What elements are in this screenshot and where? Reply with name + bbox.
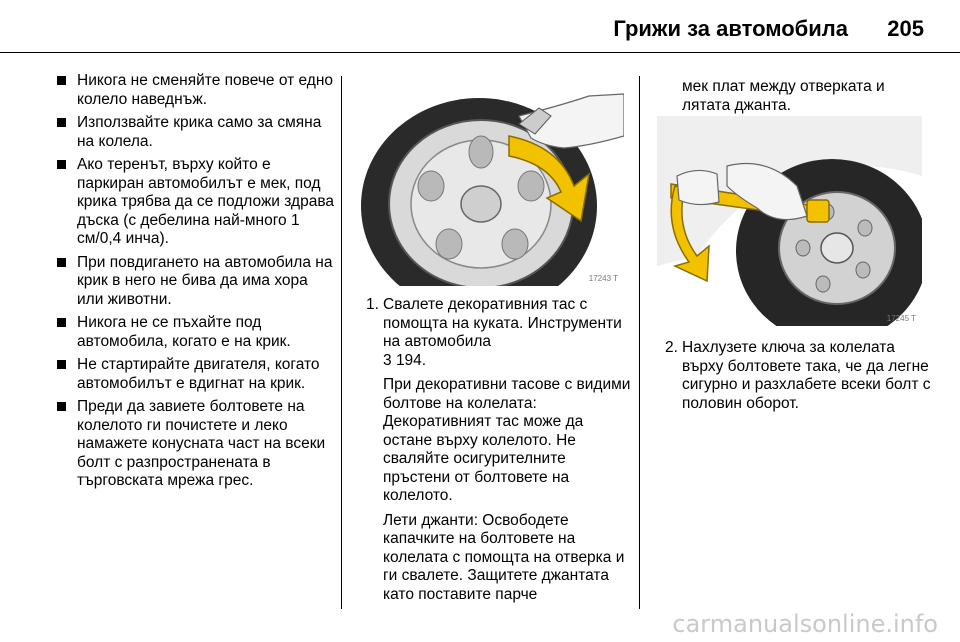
column-divider-left bbox=[341, 76, 342, 609]
bullet-item: Преди да завиете болтовете на колелото г… bbox=[55, 398, 335, 491]
step-number: 2. bbox=[665, 339, 678, 356]
bullet-text: Използвайте крика само за смяна на колел… bbox=[77, 114, 322, 150]
square-bullet-icon bbox=[57, 76, 66, 85]
square-bullet-icon bbox=[57, 257, 66, 267]
page-header-title: Грижи за автомобила bbox=[613, 16, 848, 41]
bullet-text: Ако теренът, върху който е паркиран авто… bbox=[77, 156, 335, 247]
bullet-item: При повдигането на автомобила на крик в … bbox=[55, 254, 335, 310]
column-divider-right bbox=[639, 76, 640, 609]
bullet-item: Използвайте крика само за смяна на колел… bbox=[55, 114, 335, 151]
wheel-wrench-loosening-illustration-icon bbox=[657, 116, 922, 326]
figure-code: 17245 T bbox=[886, 314, 916, 323]
bullet-text: Никога не се пъхайте под автомобила, ког… bbox=[77, 314, 291, 350]
header-rule bbox=[0, 52, 960, 53]
wheel-cover-removal-illustration-icon bbox=[359, 76, 624, 286]
figure-code: 17243 T bbox=[588, 274, 618, 283]
continuation-text: мек плат между отверката и лятата джанта… bbox=[682, 78, 885, 114]
bullet-text: Преди да завиете болтовете на колелото г… bbox=[77, 398, 326, 489]
bullet-item: Не стартирайте двигателя, когато автомоб… bbox=[55, 356, 335, 393]
page-reference: 194. bbox=[395, 351, 427, 369]
bullet-text: Не стартирайте двигателя, когато автомоб… bbox=[77, 356, 320, 392]
step-text: Свалете декоративния тас с помощта на ку… bbox=[383, 296, 622, 350]
step-number: 1. bbox=[366, 296, 379, 313]
square-bullet-icon bbox=[57, 118, 66, 127]
bullet-item: Никога не сменяйте повече от едно колело… bbox=[55, 72, 335, 109]
square-bullet-icon bbox=[57, 318, 66, 327]
bullet-item: Никога не се пъхайте под автомобила, ког… bbox=[55, 314, 335, 351]
page-reference-arrow-icon: 3 bbox=[383, 351, 392, 369]
square-bullet-icon bbox=[57, 160, 66, 169]
bullet-item: Ако теренът, върху който е паркиран авто… bbox=[55, 156, 335, 249]
bullet-text: При повдигането на автомобила на крик в … bbox=[77, 253, 333, 308]
step-1: 1. Свалете декоративния тас с помощта на… bbox=[366, 296, 634, 370]
step-1-note-alloy-wheels: Лети джанти: Освободете капачките на бол… bbox=[383, 511, 625, 603]
step-1-note-bolts: При декоративни тасове с видими болтове … bbox=[383, 376, 631, 504]
step-2-block: 2. Нахлузете ключа за колелата върху бол… bbox=[665, 339, 935, 413]
wheel-wrench-figure: 17245 T bbox=[657, 116, 922, 326]
square-bullet-icon bbox=[57, 360, 66, 369]
page-number: 205 bbox=[887, 16, 924, 41]
step-2: 2. Нахлузете ключа за колелата върху бол… bbox=[665, 339, 935, 413]
bullet-text: Никога не сменяйте повече от едно колело… bbox=[77, 72, 334, 108]
watermark: carmanualsonline.info bbox=[672, 610, 938, 638]
continuation-block: мек плат между отверката и лятата джанта… bbox=[665, 78, 935, 115]
safety-bullet-list: Никога не сменяйте повече от едно колело… bbox=[55, 72, 335, 496]
step-1-block: 1. Свалете декоративния тас с помощта на… bbox=[366, 296, 634, 604]
wheel-cover-removal-figure: 17243 T bbox=[359, 76, 624, 286]
square-bullet-icon bbox=[57, 402, 66, 411]
step-text: Нахлузете ключа за колелата върху болтов… bbox=[682, 339, 931, 412]
